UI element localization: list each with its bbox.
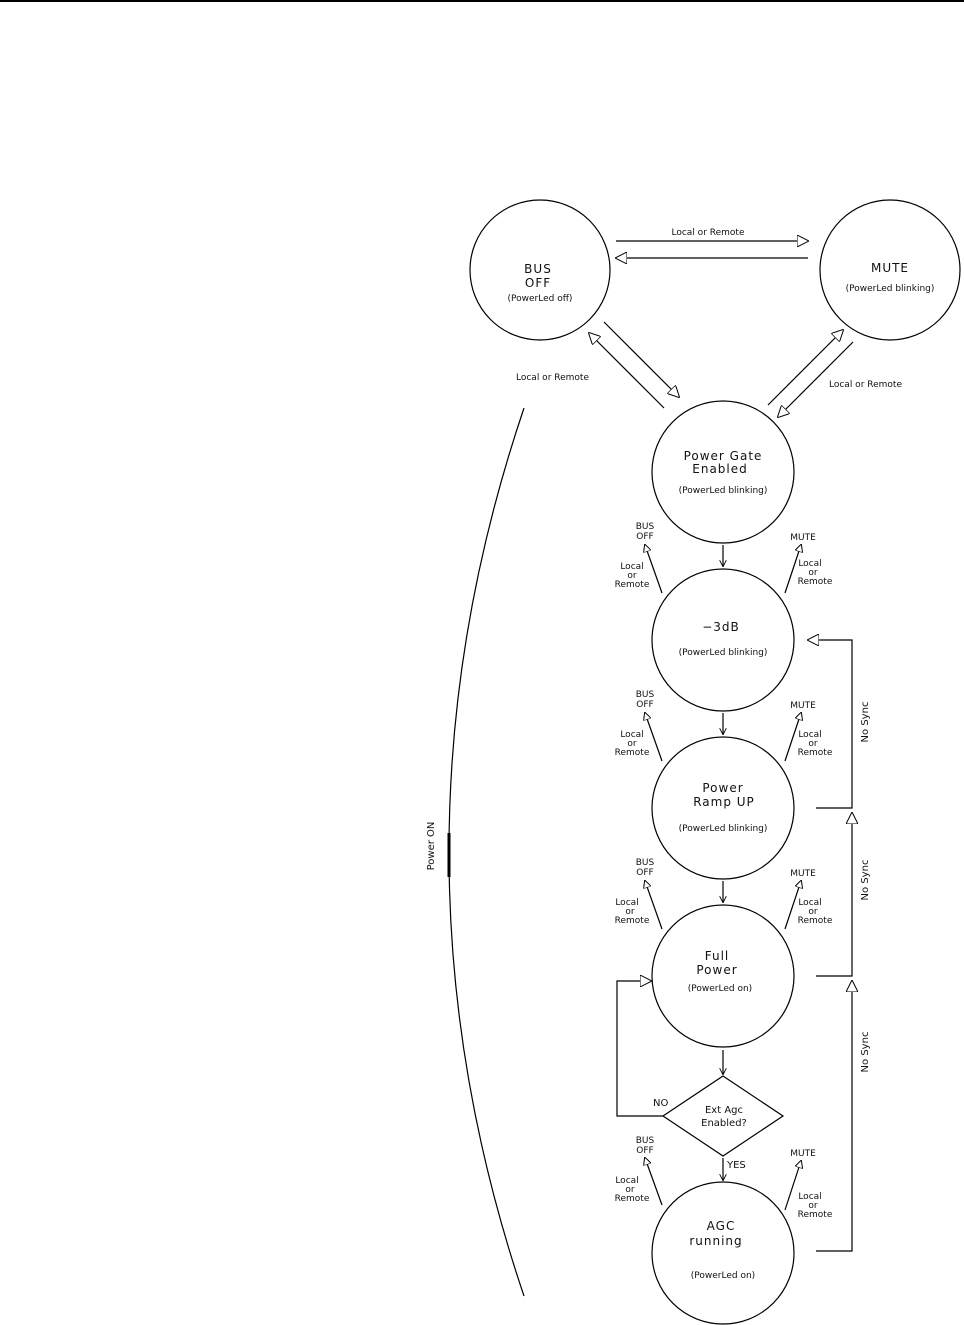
target-mute-3: MUTE xyxy=(790,869,816,879)
lor-right-4a: Local xyxy=(798,1192,821,1202)
target-mute-4: MUTE xyxy=(790,1149,816,1159)
full-power-label-1: Full xyxy=(705,949,730,963)
lor-left-4b: or xyxy=(625,1185,635,1195)
target-busoff-1a: BUS xyxy=(636,522,655,532)
arrow-no-loop xyxy=(616,981,663,1117)
lor-left-2c: Remote xyxy=(615,748,650,758)
arrow-ramp-mute xyxy=(784,713,801,762)
state-full-power xyxy=(651,904,795,1048)
decision-ext-agc xyxy=(661,1075,785,1157)
lor-left-1a: Local xyxy=(620,562,643,572)
lor-right-2a: Local xyxy=(798,730,821,740)
lor-left-1b: or xyxy=(627,571,637,581)
lor-right-1b: or xyxy=(808,568,818,578)
lor-right-3c: Remote xyxy=(798,916,833,926)
label-busoff-mute: Local or Remote xyxy=(672,228,745,238)
arrow-busoff-to-powergate xyxy=(603,321,679,397)
page-top-rule xyxy=(0,0,964,2)
lor-right-1c: Remote xyxy=(798,577,833,587)
mute-label: MUTE xyxy=(871,261,909,275)
bus-off-led: (PowerLed off) xyxy=(508,294,573,304)
lor-right-4b: or xyxy=(808,1201,818,1211)
target-mute-2: MUTE xyxy=(790,701,816,711)
decision-label-1: Ext Agc xyxy=(705,1105,743,1116)
arrow-powergate-to-mute xyxy=(767,330,843,406)
arrow-agc-busoff xyxy=(645,1158,663,1206)
arrow-nosync-1 xyxy=(808,640,853,809)
target-busoff-2b: OFF xyxy=(636,700,653,710)
lor-left-2b: or xyxy=(627,739,637,749)
power-on-label: Power ON xyxy=(426,822,437,871)
target-busoff-2a: BUS xyxy=(636,690,655,700)
ramp-up-label-1: Power xyxy=(702,781,743,795)
power-gate-label-1: Power Gate xyxy=(684,449,763,463)
state-minus-3db xyxy=(651,568,795,712)
decision-no-label: NO xyxy=(653,1098,668,1109)
lor-right-1a: Local xyxy=(798,559,821,569)
state-agc-running xyxy=(651,1181,795,1325)
agc-led: (PowerLed on) xyxy=(691,1271,755,1281)
state-bus-off xyxy=(469,199,611,341)
bus-off-label-1: BUS xyxy=(524,262,552,276)
arrow-nosync-3 xyxy=(816,981,852,1252)
full-power-led: (PowerLed on) xyxy=(688,984,752,994)
target-mute-1: MUTE xyxy=(790,533,816,543)
state-mute xyxy=(819,199,961,341)
target-busoff-4a: BUS xyxy=(636,1136,655,1146)
lor-left-3b: or xyxy=(625,907,635,917)
target-busoff-3b: OFF xyxy=(636,868,653,878)
arrow-agc-mute xyxy=(784,1161,801,1211)
mute-led: (PowerLed blinking) xyxy=(846,284,935,294)
target-busoff-4b: OFF xyxy=(636,1146,653,1156)
no-sync-label-3: No Sync xyxy=(860,1032,871,1073)
lor-left-4a: Local xyxy=(615,1176,638,1186)
label-mute-gate: Local or Remote xyxy=(829,380,902,390)
lor-right-2c: Remote xyxy=(798,748,833,758)
arrow-3db-busoff xyxy=(645,545,663,594)
full-power-label-2: Power xyxy=(696,963,737,977)
lor-left-3c: Remote xyxy=(615,916,650,926)
ramp-up-led: (PowerLed blinking) xyxy=(679,824,768,834)
no-sync-label-2: No Sync xyxy=(860,860,871,901)
lor-right-3a: Local xyxy=(798,898,821,908)
ramp-up-label-2: Ramp UP xyxy=(693,795,755,809)
arrow-3db-mute xyxy=(784,545,801,594)
lor-right-4c: Remote xyxy=(798,1210,833,1220)
state-power-gate xyxy=(651,400,795,544)
arrow-full-mute xyxy=(784,881,801,930)
lor-right-2b: or xyxy=(808,739,818,749)
lor-left-1c: Remote xyxy=(615,580,650,590)
agc-label-2: running xyxy=(689,1234,742,1248)
arrow-ramp-busoff xyxy=(645,713,663,762)
minus3db-led: (PowerLed blinking) xyxy=(679,648,768,658)
decision-yes-label: YES xyxy=(726,1160,746,1171)
agc-label-1: AGC xyxy=(707,1219,736,1233)
arrow-mute-to-powergate xyxy=(778,341,854,417)
target-busoff-1b: OFF xyxy=(636,532,653,542)
state-power-ramp-up xyxy=(651,736,795,880)
power-gate-led: (PowerLed blinking) xyxy=(679,486,768,496)
target-busoff-3a: BUS xyxy=(636,858,655,868)
decision-label-2: Enabled? xyxy=(701,1118,747,1129)
lor-left-3a: Local xyxy=(615,898,638,908)
power-on-arc xyxy=(448,407,525,1297)
arrow-nosync-2 xyxy=(816,813,852,977)
lor-right-3b: or xyxy=(808,907,818,917)
label-busoff-gate: Local or Remote xyxy=(516,373,589,383)
arrow-powergate-to-busoff xyxy=(589,333,665,409)
no-sync-label-1: No Sync xyxy=(860,702,871,743)
lor-left-2a: Local xyxy=(620,730,643,740)
minus3db-label: −3dB xyxy=(702,620,740,634)
power-gate-label-2: Enabled xyxy=(692,462,748,476)
lor-left-4c: Remote xyxy=(615,1194,650,1204)
bus-off-label-2: OFF xyxy=(525,276,551,290)
arrow-full-busoff xyxy=(645,881,663,930)
